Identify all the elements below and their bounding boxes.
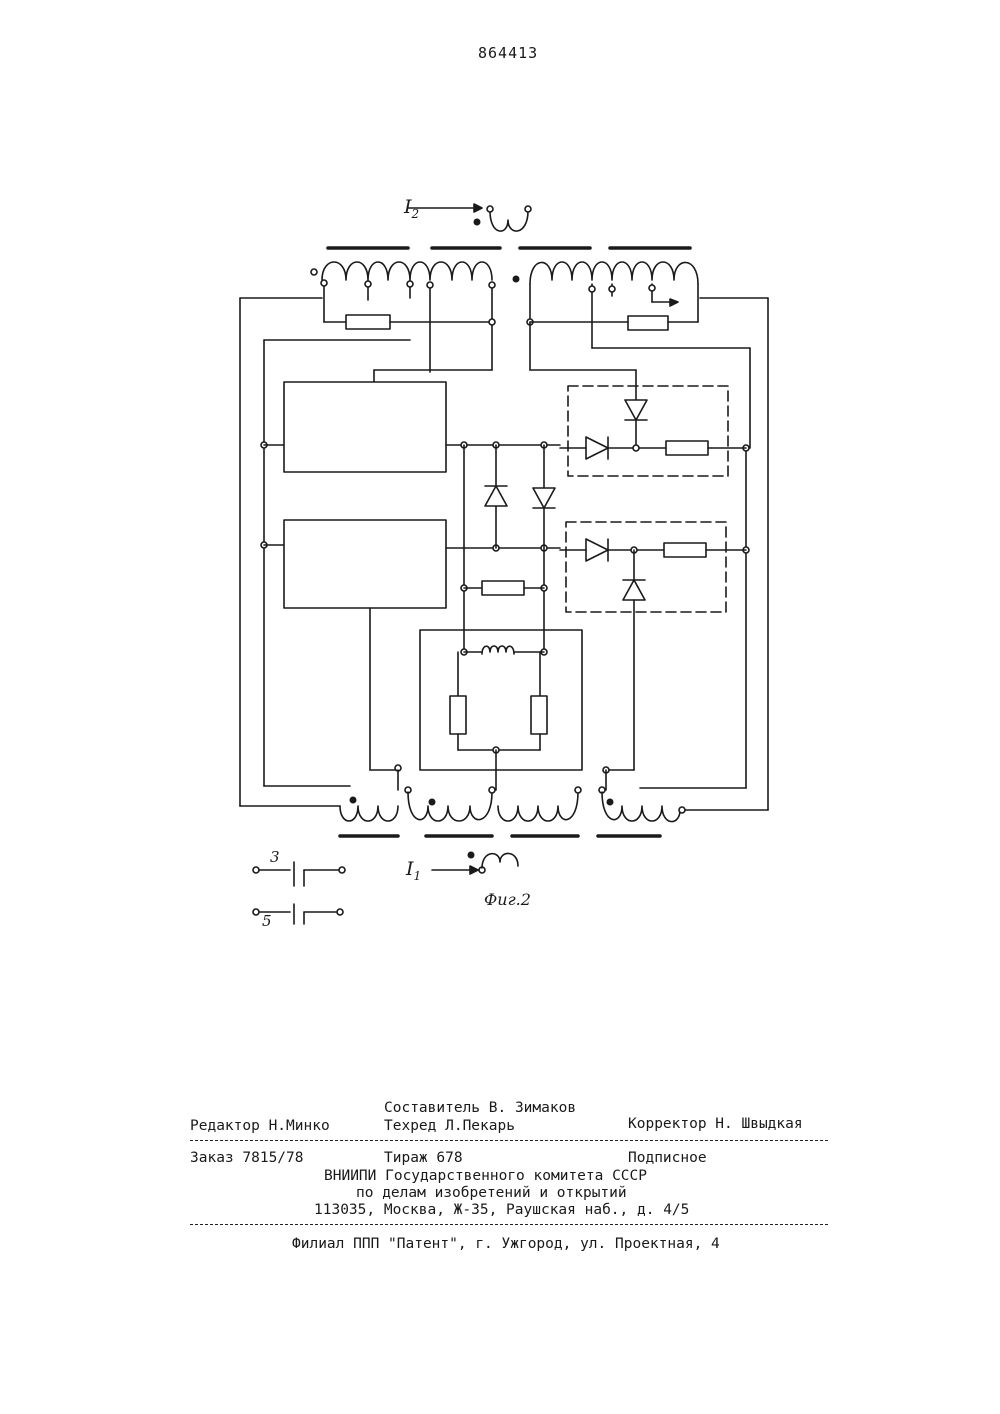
top-left-winding (311, 262, 495, 382)
current-i2-label: I2 (404, 196, 419, 221)
left-block-lower (284, 520, 446, 608)
right-upper-unit (560, 386, 746, 476)
address-line: 113035, Москва, Ж-35, Раушская наб., д. … (314, 1202, 689, 1218)
techred-line: Техред Л.Пекарь (384, 1118, 515, 1134)
circulation-line: Тираж 678 (384, 1150, 463, 1166)
editor-line: Редактор Н.Минко (190, 1118, 330, 1134)
lower-bridge-unit (420, 630, 582, 790)
footer-divider-2 (190, 1224, 828, 1225)
central-circuit (446, 442, 560, 652)
org-line-1: ВНИИПИ Государственного комитета СССР (324, 1168, 647, 1184)
left-block-upper (284, 382, 446, 472)
bottom-winding-i1 (432, 852, 518, 875)
order-line: Заказ 7815/78 (190, 1150, 304, 1166)
subscription-line: Подписное (628, 1150, 707, 1166)
right-lower-unit (560, 522, 746, 790)
left-lower-feed (370, 608, 401, 790)
footer-divider-1 (190, 1140, 828, 1141)
compiler-line: Составитель В. Зимаков (384, 1100, 576, 1116)
corrector-line: Корректор Н. Швыдкая (628, 1116, 803, 1132)
top-right-winding (527, 262, 750, 400)
org-line-2: по делам изобретений и открытий (356, 1185, 627, 1201)
current-i1-label: I1 (406, 858, 421, 883)
legend-label-5: 5 (262, 912, 272, 930)
legend-label-3: 3 (270, 848, 280, 866)
top-winding-i2 (408, 204, 531, 231)
figure-caption: Фиг.2 (484, 890, 531, 909)
branch-line: Филиал ППП "Патент", г. Ужгород, ул. Про… (292, 1236, 720, 1252)
circuit-diagram (0, 0, 1000, 1000)
bottom-windings (340, 787, 685, 822)
